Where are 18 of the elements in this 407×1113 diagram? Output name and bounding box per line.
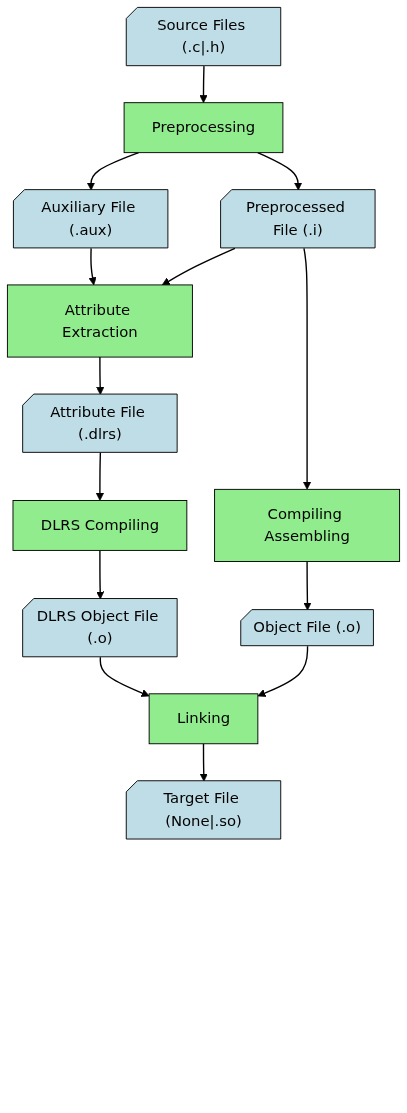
arrow bbox=[303, 247, 312, 490]
arrow bbox=[257, 645, 309, 697]
arrow bbox=[95, 452, 104, 501]
node-box: Preprocessing bbox=[123, 102, 284, 154]
node-box: Linking bbox=[148, 693, 259, 745]
arrow bbox=[199, 743, 208, 782]
arrow bbox=[86, 151, 140, 191]
node-box: Compiling Assembling bbox=[214, 488, 401, 562]
node-box: Attribute Extraction bbox=[6, 284, 193, 358]
arrow bbox=[257, 151, 303, 191]
arrow bbox=[96, 356, 105, 395]
arrow bbox=[88, 247, 97, 286]
arrow bbox=[99, 656, 150, 697]
arrow bbox=[303, 560, 312, 611]
arrow bbox=[96, 549, 105, 600]
arrow bbox=[199, 65, 208, 104]
node-box: DLRS Compiling bbox=[12, 500, 188, 551]
arrow bbox=[161, 247, 236, 286]
